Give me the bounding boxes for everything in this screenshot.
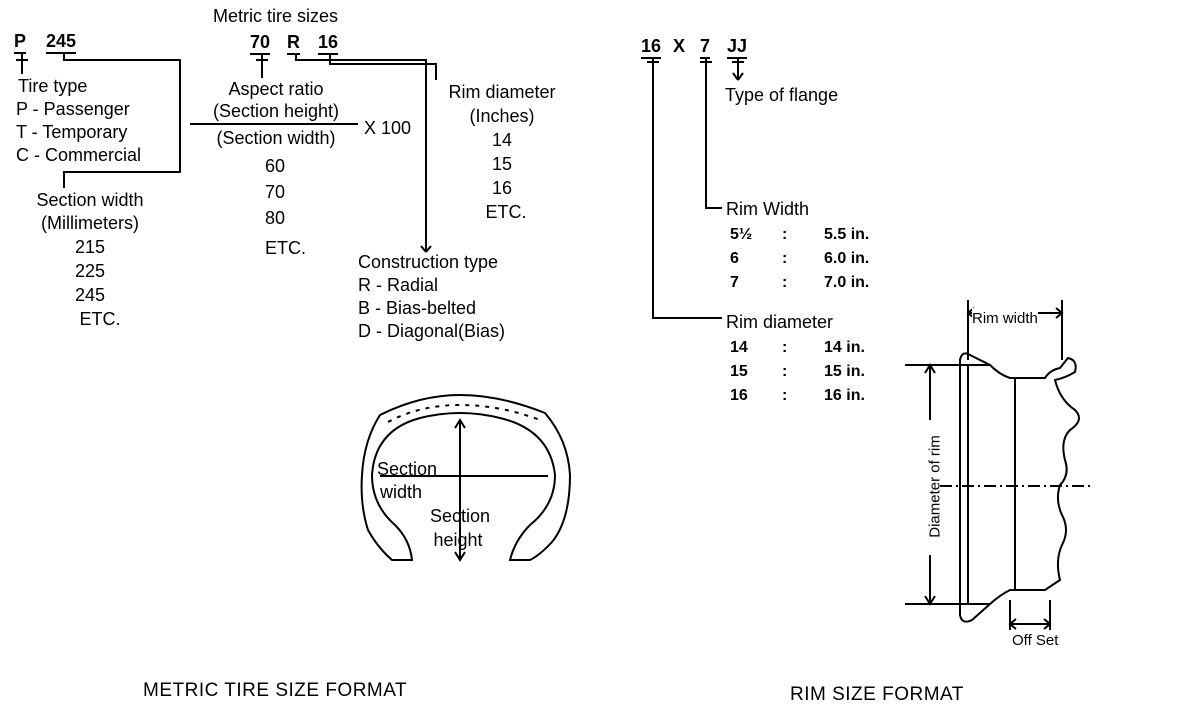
rim-diameter-title: Rim diameter bbox=[448, 82, 556, 102]
construction-item: D - Diagonal(Bias) bbox=[358, 321, 506, 341]
construction-item: R - Radial bbox=[358, 275, 439, 295]
aspect-ratio-value: 60 bbox=[265, 156, 286, 176]
aspect-ratio-value: 70 bbox=[265, 182, 286, 202]
aspect-ratio-value: 80 bbox=[265, 208, 286, 228]
section-width-subtitle: (Millimeters) bbox=[41, 213, 139, 233]
section-width-value: 215 bbox=[74, 237, 106, 257]
tire-section-width-label: width bbox=[379, 482, 423, 502]
rim-width-row: 7:7.0 in. bbox=[730, 274, 870, 291]
rim-caption: RIM SIZE FORMAT bbox=[790, 684, 964, 705]
rim-diameter-value: ETC. bbox=[485, 202, 527, 222]
tire-type-title: Tire type bbox=[18, 76, 88, 96]
aspect-ratio-title: Aspect ratio bbox=[228, 79, 324, 99]
rim-width-title: Rim Width bbox=[726, 199, 810, 219]
construction-item: B - Bias-belted bbox=[358, 298, 477, 318]
rim-diameter-row: 15:15 in. bbox=[730, 363, 865, 380]
metric-caption: METRIC TIRE SIZE FORMAT bbox=[143, 680, 408, 701]
tire-type-item: T - Temporary bbox=[16, 122, 128, 142]
rim-code-flange: JJ bbox=[727, 36, 748, 59]
section-width-value: 245 bbox=[74, 285, 106, 305]
rim-width-row: 5½:5.5 in. bbox=[730, 226, 870, 243]
section-width-value: ETC. bbox=[79, 309, 121, 329]
diameter-of-rim-label: Diameter of rim bbox=[926, 435, 944, 538]
section-width-title: Section width bbox=[36, 190, 144, 210]
code-tire-type: P bbox=[14, 31, 27, 54]
rim-diameter-table-title: Rim diameter bbox=[726, 312, 834, 332]
rim-code-diameter: 16 bbox=[641, 36, 662, 59]
tire-section-width-label: Section bbox=[376, 459, 438, 479]
rim-diameter-value: 15 bbox=[491, 154, 513, 174]
rim-diameter-row: 14:14 in. bbox=[730, 339, 865, 356]
rim-width-row: 6:6.0 in. bbox=[730, 250, 870, 267]
rim-diameter-table: 14:14 in. 15:15 in. 16:16 in. bbox=[728, 335, 867, 409]
tire-cross-section-drawing bbox=[360, 393, 572, 562]
tire-section-height-label: height bbox=[433, 530, 483, 550]
code-aspect-ratio: 70 bbox=[250, 32, 271, 55]
aspect-ratio-multiplier: X 100 bbox=[364, 118, 412, 138]
rim-diameter-value: 16 bbox=[491, 178, 513, 198]
tire-section-height-label: Section bbox=[429, 506, 491, 526]
aspect-ratio-numerator: (Section height) bbox=[212, 101, 340, 121]
rim-code-width: 7 bbox=[700, 36, 711, 59]
metric-heading: Metric tire sizes bbox=[213, 6, 339, 26]
code-rim-diameter: 16 bbox=[318, 32, 339, 55]
code-construction: R bbox=[287, 32, 300, 55]
rim-width-table: 5½:5.5 in. 6:6.0 in. 7:7.0 in. bbox=[728, 222, 871, 296]
section-width-value: 225 bbox=[74, 261, 106, 281]
rim-diameter-row: 16:16 in. bbox=[730, 387, 865, 404]
tire-type-item: P - Passenger bbox=[16, 99, 130, 119]
aspect-ratio-value: ETC. bbox=[265, 238, 307, 258]
construction-title: Construction type bbox=[358, 252, 499, 272]
tire-type-item: C - Commercial bbox=[16, 145, 142, 165]
offset-label: Off Set bbox=[1012, 632, 1059, 649]
rim-code-x: X bbox=[673, 36, 686, 56]
rim-diameter-value: 14 bbox=[491, 130, 513, 150]
flange-label: Type of flange bbox=[725, 85, 839, 105]
rim-drawing bbox=[905, 300, 1090, 630]
code-section-width: 245 bbox=[46, 31, 77, 54]
rim-diameter-subtitle: (Inches) bbox=[469, 106, 535, 126]
rim-width-drawing-label: Rim width bbox=[972, 308, 1038, 329]
aspect-ratio-denominator: (Section width) bbox=[216, 128, 336, 148]
